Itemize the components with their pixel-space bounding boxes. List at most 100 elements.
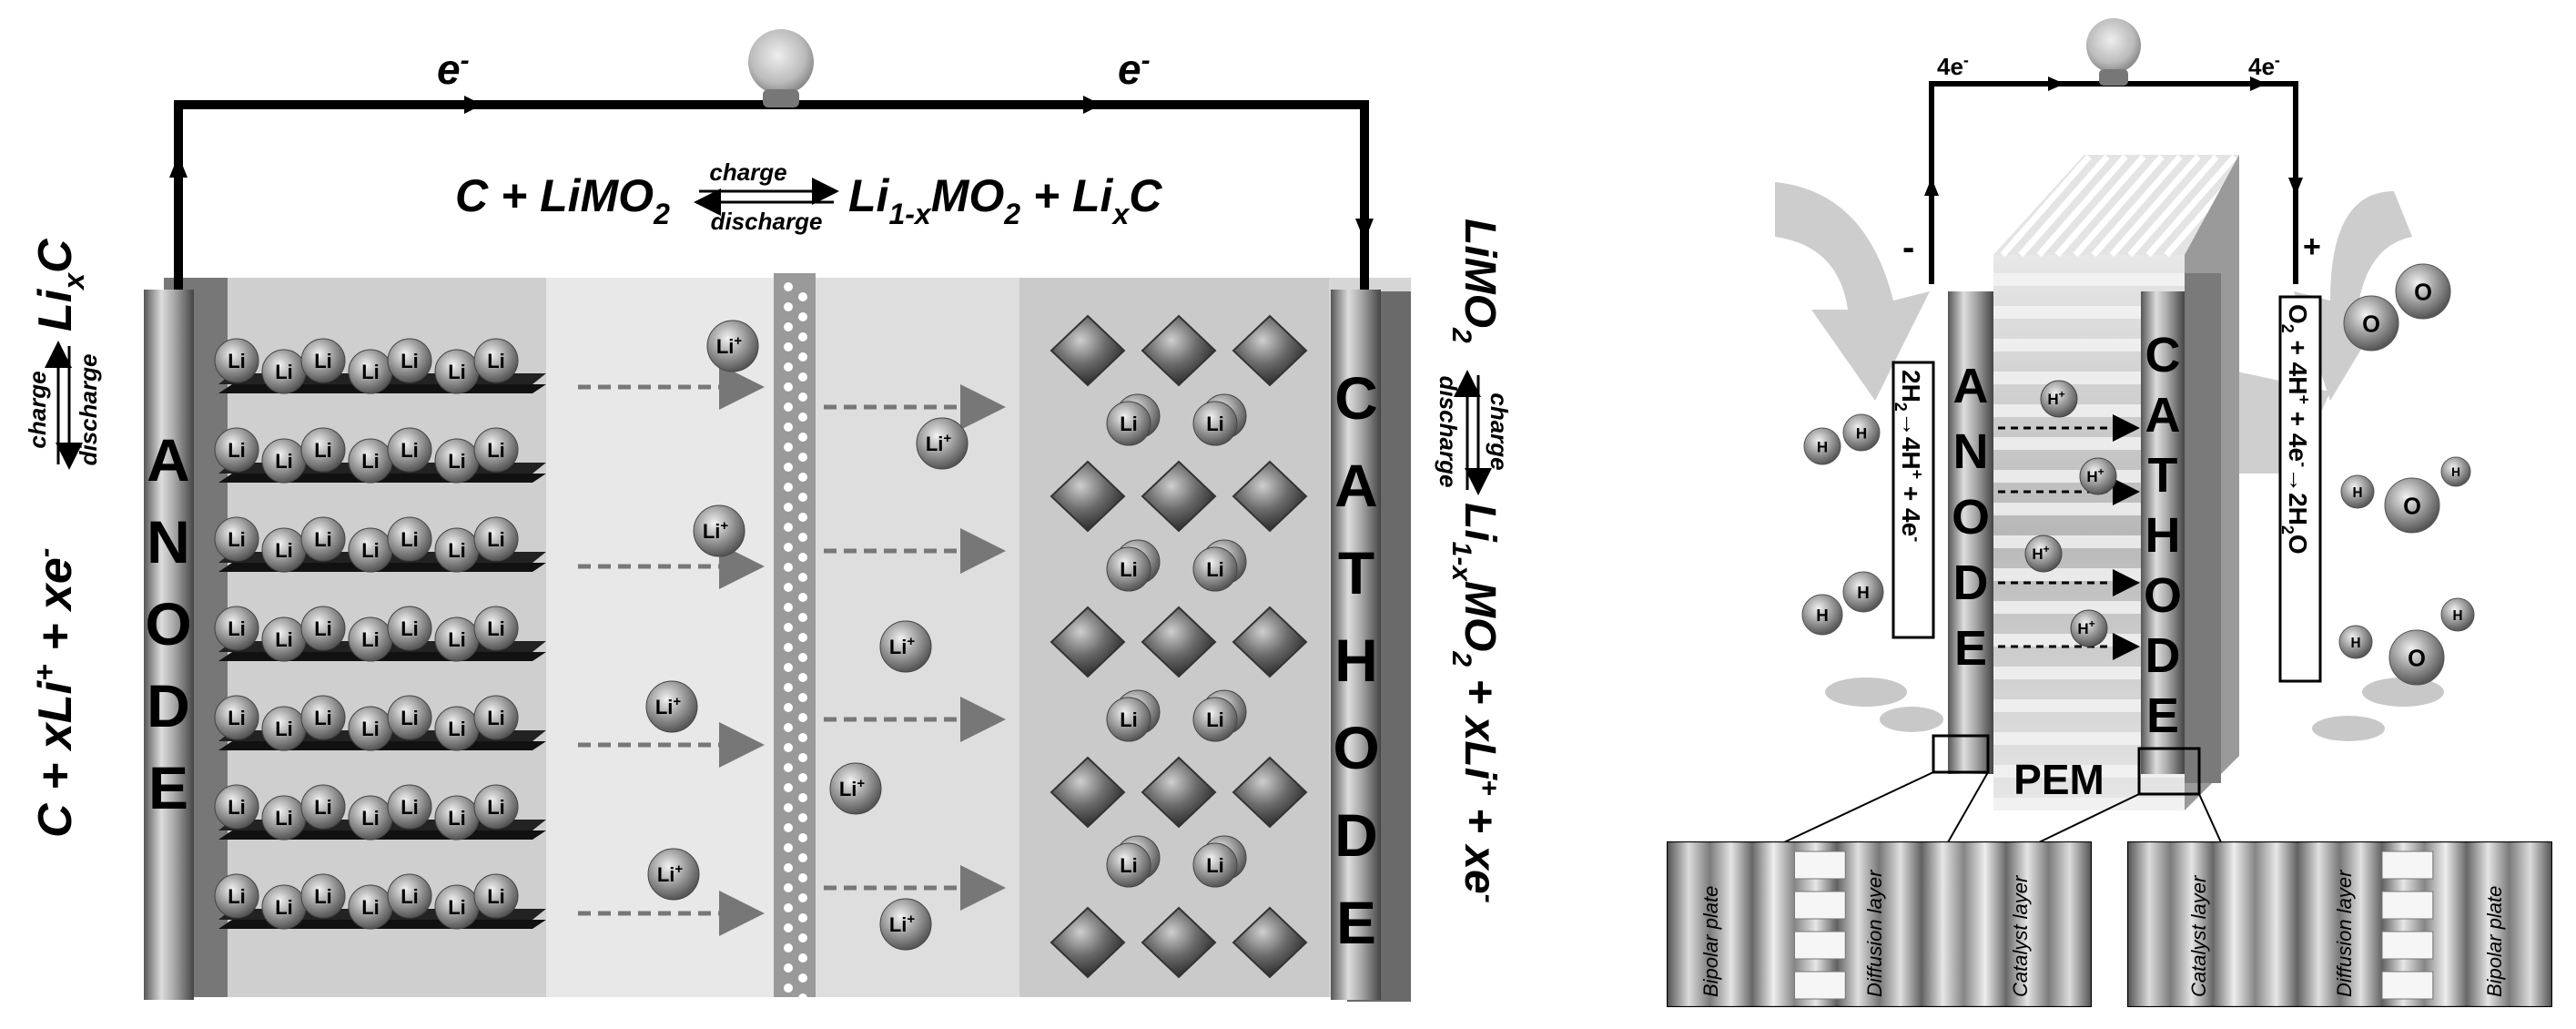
li-atom-label: Li bbox=[487, 885, 505, 908]
metal-oxide-crystal bbox=[1141, 606, 1217, 678]
proton bbox=[2024, 535, 2063, 573]
metal-oxide-crystal bbox=[1050, 606, 1126, 678]
li-atom-label: Li bbox=[361, 628, 380, 651]
li-atom bbox=[214, 427, 259, 473]
svg-text:C + LiMO2: C + LiMO2 bbox=[455, 170, 670, 230]
anode-letter: A bbox=[147, 426, 190, 494]
svg-text:Li1-xMO2 + LixC: Li1-xMO2 + LixC bbox=[848, 170, 1162, 230]
layer-label: Diffusion layer bbox=[2333, 869, 2356, 997]
svg-text:discharge: discharge bbox=[1435, 376, 1462, 488]
li-atom-label: Li bbox=[1120, 413, 1138, 435]
li-atom bbox=[387, 427, 432, 473]
li-atom bbox=[300, 427, 346, 473]
li-atom-label: Li bbox=[228, 796, 246, 819]
layer-label: Catalyst layer bbox=[2187, 874, 2210, 997]
li-atom bbox=[214, 784, 259, 830]
li-atom bbox=[1192, 401, 1238, 446]
svg-text:discharge: discharge bbox=[711, 208, 823, 235]
atom bbox=[2440, 456, 2471, 487]
proton-ions: H+H+H+H+ bbox=[1998, 380, 2140, 660]
cathode-rod bbox=[1331, 290, 1381, 1000]
li-atom bbox=[300, 606, 346, 651]
li-atom bbox=[300, 695, 346, 740]
anode-letter: A bbox=[1953, 359, 1989, 413]
atom-label: O bbox=[2362, 312, 2380, 338]
li-atom-label: Li bbox=[275, 628, 293, 651]
proton bbox=[2079, 457, 2117, 495]
atom bbox=[1842, 571, 1884, 613]
li-ion bbox=[829, 762, 882, 815]
li-atom-label: Li bbox=[401, 885, 419, 908]
li-atom bbox=[214, 606, 259, 651]
proton bbox=[2040, 380, 2078, 418]
atom-label: H bbox=[1856, 424, 1867, 442]
atom-label: H bbox=[1817, 438, 1828, 455]
li-atom-label: Li bbox=[1120, 854, 1138, 877]
positive-terminal: + bbox=[2303, 229, 2321, 264]
li-atom-label: Li bbox=[314, 439, 332, 462]
cathode-letter: A bbox=[2145, 388, 2181, 443]
li-atom-label: Li bbox=[448, 450, 466, 473]
li-atom bbox=[1106, 697, 1151, 742]
li-ion bbox=[706, 320, 759, 372]
svg-text:charge: charge bbox=[709, 158, 786, 186]
cathode-letter: A bbox=[1334, 452, 1378, 519]
li-atom-label: Li bbox=[487, 796, 505, 819]
cathode-equation: LiMO2 charge discharge Li1-xMO2 + xLi+ +… bbox=[1435, 219, 1513, 903]
zoom-box-anode bbox=[1932, 734, 1990, 774]
cathode-letter: H bbox=[1334, 627, 1378, 694]
li-atom-label: Li bbox=[448, 539, 466, 562]
proton bbox=[2070, 609, 2108, 647]
svg-text:LixC: LixC bbox=[29, 238, 90, 331]
metal-oxide-crystal bbox=[1232, 460, 1308, 533]
metal-oxide-crystal bbox=[1141, 314, 1217, 387]
li-atom bbox=[1192, 842, 1238, 888]
li-atom-label: Li bbox=[487, 528, 505, 551]
li-atom-label: Li bbox=[275, 718, 293, 740]
li-atom bbox=[214, 338, 259, 383]
proton-label: H+ bbox=[2077, 617, 2094, 637]
li-atom-label: Li bbox=[1206, 854, 1224, 877]
proton-label: H+ bbox=[2086, 465, 2104, 485]
cathode-letter: C bbox=[2145, 328, 2181, 382]
li-atom-label: Li bbox=[401, 707, 419, 729]
li-atom-label: Li bbox=[448, 361, 466, 383]
li-atom-label: Li bbox=[448, 896, 466, 919]
svg-text:C + xLi+ + xe-: C + xLi+ + xe- bbox=[28, 548, 82, 838]
electron-label-left: e- bbox=[437, 46, 470, 93]
li-ion-label: Li+ bbox=[703, 518, 729, 543]
li-atom bbox=[1106, 546, 1151, 592]
layer-label: Diffusion layer bbox=[1863, 869, 1886, 997]
li-atom bbox=[387, 784, 432, 830]
li-atom-label: Li bbox=[275, 361, 293, 383]
atom bbox=[1801, 594, 1843, 636]
li-atom-label: Li bbox=[487, 617, 505, 640]
atom-label: H bbox=[1857, 583, 1870, 602]
anode-equation: C + xLi+ + xe- charge discharge LixC bbox=[24, 238, 102, 838]
proton-label: H+ bbox=[2047, 388, 2064, 408]
metal-oxide-crystal bbox=[1232, 314, 1308, 387]
li-atom-label: Li bbox=[275, 450, 293, 473]
anode-reaction: 2H2→4H+ + 4e- bbox=[1891, 370, 1926, 542]
atom-label: H bbox=[2350, 636, 2360, 651]
anode-letter: O bbox=[1952, 490, 1990, 545]
atom bbox=[1842, 413, 1881, 452]
anode-letter: N bbox=[147, 508, 190, 576]
li-atom bbox=[1192, 546, 1238, 592]
li-ions: Li+Li+Li+Li+Li+Li+Li+Li+ bbox=[578, 320, 1006, 951]
li-atom bbox=[300, 784, 346, 830]
metal-oxide-crystal bbox=[1232, 606, 1308, 678]
li-atom-label: Li bbox=[314, 350, 332, 372]
cathode-letter: D bbox=[2145, 628, 2181, 683]
atom bbox=[2384, 477, 2440, 534]
light-bulb-icon bbox=[748, 29, 814, 95]
li-atom bbox=[387, 516, 432, 562]
li-atom bbox=[387, 606, 432, 651]
electron-label-right: e- bbox=[1118, 46, 1151, 93]
layer-label: Bipolar plate bbox=[1699, 886, 1722, 997]
